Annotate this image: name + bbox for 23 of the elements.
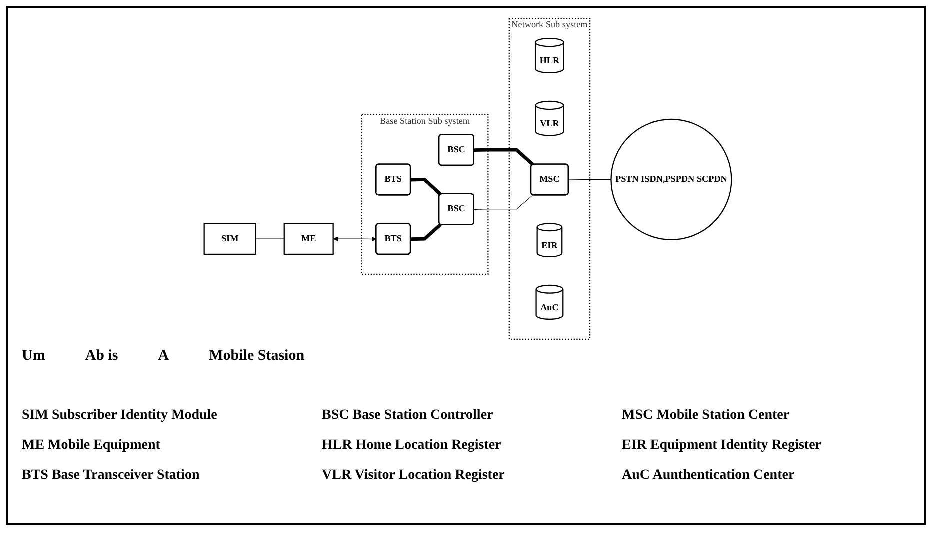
group-label: Mobile Stasion: [209, 348, 305, 365]
abbreviation-entry: HLR Home Location Register: [322, 438, 502, 454]
node-box: SIM: [204, 223, 256, 256]
connector: [474, 194, 534, 210]
abbreviation-entry: MSC Mobile Station Center: [622, 408, 791, 424]
interface-label: Um: [22, 348, 46, 365]
abbreviation-entry: BTS Base Transceiver Station: [22, 468, 201, 484]
abbreviation-entry: BSC Base Station Controller: [322, 408, 494, 424]
connector: [410, 178, 442, 196]
connector: [474, 148, 534, 166]
abbreviation-entry: SIM Subscriber Identity Module: [22, 408, 218, 424]
abbreviation-entry: VLR Visitor Location Register: [322, 468, 506, 484]
abbreviation-entry: ME Mobile Equipment: [22, 438, 162, 454]
interface-label: Ab is: [85, 348, 118, 365]
abbreviation-entry: AuC Aunthentication Center: [622, 468, 796, 484]
arrow: [333, 236, 377, 242]
node-circle: PSTN ISDN,PSPDN SCPDN: [610, 118, 732, 241]
interface-label: A: [158, 348, 170, 365]
node-box: ME: [284, 223, 334, 256]
connector: [568, 179, 612, 180]
connector: [410, 223, 442, 242]
connector: [256, 238, 285, 240]
abbreviation-entry: EIR Equipment Identity Register: [622, 438, 823, 454]
